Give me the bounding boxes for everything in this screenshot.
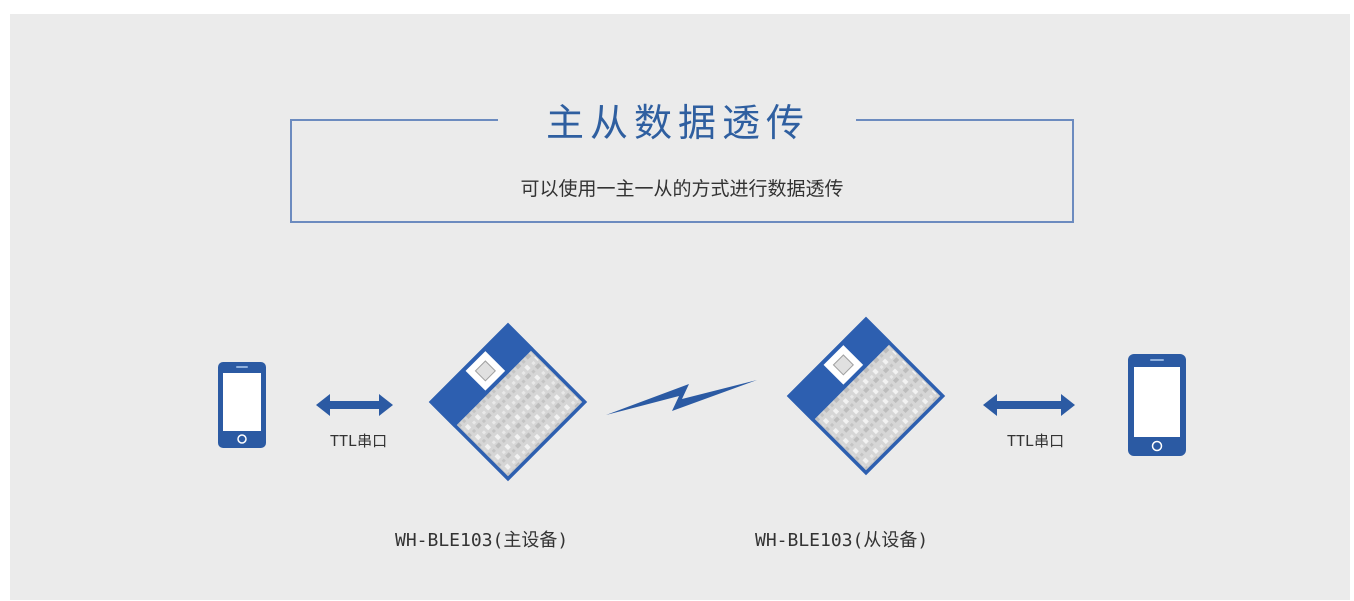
slave-ble-module-icon (786, 316, 946, 476)
diagram-title: 主从数据透传 (545, 101, 810, 145)
right-smartphone-icon (1128, 354, 1186, 456)
left-smartphone-icon (218, 362, 266, 448)
slave-device-label: WH-BLE103(从设备) (755, 530, 929, 551)
right-link-label: TTL串口 (1007, 432, 1065, 450)
wireless-lightning-bolt-icon (606, 380, 757, 415)
title-frame-line-right (856, 119, 1074, 121)
master-ble-module-icon (428, 322, 588, 482)
title-frame (290, 119, 1074, 223)
title-frame-line-left (290, 119, 498, 121)
left-link-label: TTL串口 (330, 432, 388, 450)
diagram-panel (10, 14, 1350, 600)
left-double-arrow-icon (316, 394, 393, 416)
right-double-arrow-icon (983, 394, 1075, 416)
diagram-subtitle: 可以使用一主一从的方式进行数据透传 (520, 178, 844, 200)
master-device-label: WH-BLE103(主设备) (395, 530, 569, 551)
